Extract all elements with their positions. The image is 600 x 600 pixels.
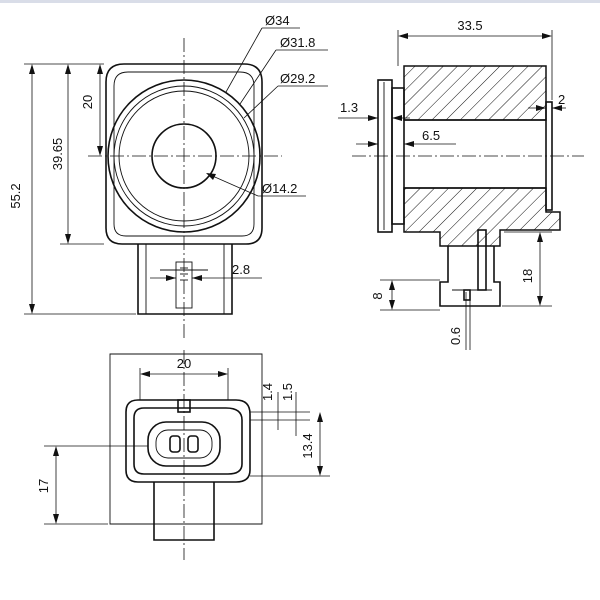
connector-pin-slot bbox=[175, 261, 193, 309]
bottom-tab bbox=[177, 399, 191, 413]
side-connector-tab bbox=[463, 289, 471, 301]
side-section-view: 33.5 1.3 6.5 2 18 8 0.6 bbox=[338, 18, 584, 350]
pin-left bbox=[169, 435, 181, 453]
dim-2: 2 bbox=[558, 92, 565, 107]
left-flange-step bbox=[391, 87, 405, 225]
right-flange bbox=[545, 101, 553, 211]
pin-right bbox=[187, 435, 199, 453]
section-upper-body bbox=[403, 65, 547, 121]
section-lower-body bbox=[403, 187, 561, 247]
bottom-envelope bbox=[109, 353, 263, 525]
dim-33-5: 33.5 bbox=[457, 18, 482, 33]
dim-17: 17 bbox=[36, 479, 51, 493]
leader-d29-2 bbox=[243, 85, 279, 119]
dim-1-5: 1.5 bbox=[280, 383, 295, 401]
dim-39-65: 39.65 bbox=[50, 138, 65, 171]
dim-20-top: 20 bbox=[80, 95, 95, 109]
dim-6-5: 6.5 bbox=[422, 128, 440, 143]
top-border-band bbox=[0, 0, 600, 3]
bottom-body-inner bbox=[133, 407, 243, 475]
dim-1-4: 1.4 bbox=[260, 383, 275, 401]
front-view: 55.2 39.65 20 Ø34 Ø31.8 Ø29.2 Ø14.2 2.8 bbox=[8, 13, 328, 340]
bore-circle-d14-2 bbox=[151, 123, 217, 189]
dim-d29-2: Ø29.2 bbox=[280, 71, 315, 86]
dim-8: 8 bbox=[370, 292, 385, 299]
dim-d31-8: Ø31.8 bbox=[280, 35, 315, 50]
bottom-body-outline bbox=[125, 399, 251, 483]
dim-0-6: 0.6 bbox=[448, 327, 463, 345]
coil-circle-d34 bbox=[107, 79, 261, 233]
connector-block bbox=[137, 244, 233, 315]
housing-inner-outline bbox=[113, 71, 255, 237]
coil-circle-d31-8 bbox=[113, 85, 255, 227]
bottom-view: 20 1.4 1.5 13.4 17 bbox=[36, 350, 330, 560]
leader-d31-8 bbox=[239, 49, 277, 105]
dim-18: 18 bbox=[520, 269, 535, 283]
dim-1-3: 1.3 bbox=[340, 100, 358, 115]
dim-55-2: 55.2 bbox=[8, 183, 23, 208]
section-bore-edges bbox=[404, 119, 546, 189]
coil-circle-d29-2 bbox=[118, 90, 250, 222]
dim-13-4: 13.4 bbox=[300, 433, 315, 458]
dim-d34: Ø34 bbox=[265, 13, 290, 28]
dim-20-bottom: 20 bbox=[177, 356, 191, 371]
dim-2-8: 2.8 bbox=[232, 262, 250, 277]
bottom-plug bbox=[153, 482, 215, 541]
housing-outline bbox=[105, 63, 263, 245]
bottom-plug-face-inner bbox=[155, 429, 213, 459]
leader-d14-2 bbox=[207, 173, 259, 197]
bottom-plug-face bbox=[147, 421, 221, 467]
leader-d34 bbox=[225, 27, 263, 93]
dim-d14-2: Ø14.2 bbox=[262, 181, 297, 196]
